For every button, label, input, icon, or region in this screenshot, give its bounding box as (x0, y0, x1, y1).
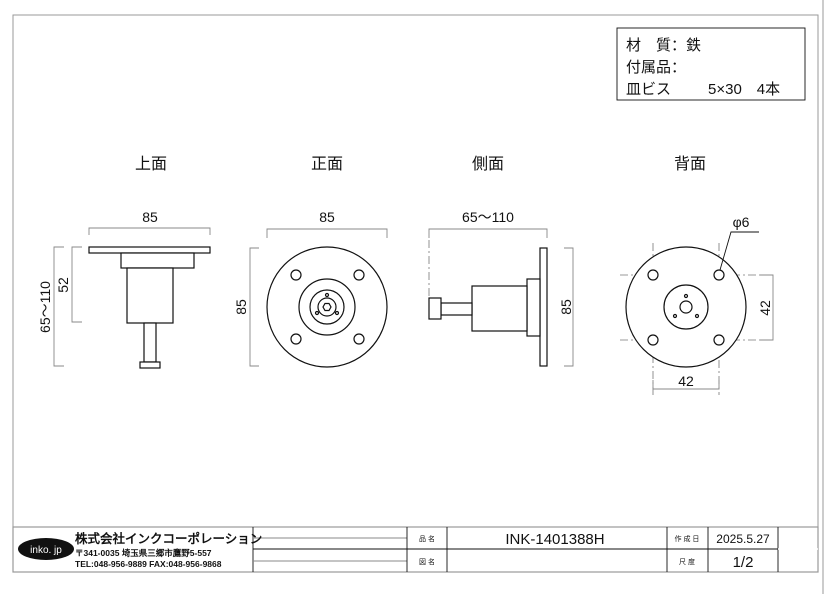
screw-hole (290, 333, 302, 345)
top-width-dim: 85 (142, 209, 158, 225)
top-depth-dim: 65〜110 (37, 281, 53, 333)
logo-text: inko. jp (30, 545, 62, 556)
mounting-hole (713, 269, 725, 281)
back-view: φ6 42 42 (620, 214, 775, 395)
created-date-label: 作 成 日 (675, 534, 700, 543)
screw-hole (353, 333, 365, 345)
top-height-dim: 52 (55, 277, 71, 293)
company-name: 株式会社インクコーポレーション (75, 531, 262, 546)
screw-label: 皿ビス (626, 81, 671, 98)
side-depth-dim: 65〜110 (462, 209, 514, 225)
drawing-name-label: 図 名 (419, 557, 435, 566)
title-block: inko. jp 株式会社インクコーポレーション 〒341-0035 埼玉県三郷… (12, 526, 819, 573)
scale-value: 1/2 (733, 554, 754, 571)
back-horizontal-dim: 42 (678, 373, 694, 389)
hole-diameter-dim: φ6 (733, 214, 750, 230)
product-name: INK-1401388H (505, 531, 604, 548)
back-vertical-dim: 42 (757, 300, 773, 316)
accessory-text: 付属品： (626, 59, 686, 76)
spec-box: 材 質：鉄 付属品： 皿ビス 5×30 4本 (616, 27, 806, 101)
side-view: 65〜110 85 (428, 209, 574, 367)
screw-value: 5×30 4本 (708, 81, 780, 98)
top-view: 85 52 65〜110 (37, 209, 211, 369)
back-view-title: 背面 (674, 155, 706, 173)
created-date: 2025.5.27 (716, 532, 770, 546)
material-text: 材 質：鉄 (626, 36, 701, 54)
screw-hole (353, 269, 365, 281)
side-height-dim: 85 (558, 299, 574, 315)
mounting-hole (647, 269, 659, 281)
top-view-title: 上面 (135, 155, 167, 173)
company-phone: TEL:048-956-9889 FAX:048-956-9868 (75, 559, 222, 569)
mounting-hole (713, 334, 725, 346)
company-logo (18, 538, 74, 560)
front-height-dim: 85 (233, 299, 249, 315)
scale-label: 尺 度 (679, 557, 695, 566)
product-name-label: 品 名 (419, 534, 435, 543)
company-address: 〒341-0035 埼玉県三郷市鷹野5-557 (75, 548, 212, 558)
mounting-hole (647, 334, 659, 346)
front-view-title: 正面 (311, 156, 343, 173)
screw-hole (290, 269, 302, 281)
front-width-dim: 85 (319, 209, 335, 225)
front-view: 85 85 (233, 209, 388, 368)
side-view-title: 側面 (472, 155, 504, 173)
